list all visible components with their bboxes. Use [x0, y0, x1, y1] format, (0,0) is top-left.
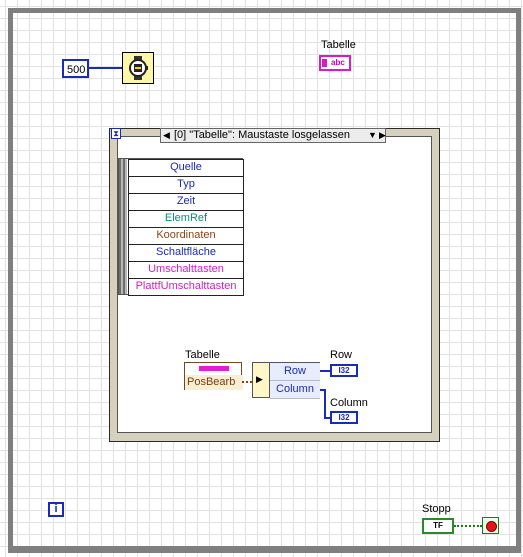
event-data-item[interactable]: Umschalttasten — [128, 261, 244, 279]
event-data-item[interactable]: Zeit — [128, 193, 244, 211]
table-terminal[interactable]: abc — [319, 55, 351, 71]
while-loop-frame[interactable] — [8, 8, 521, 553]
table-reference-node[interactable]: PosBearb — [184, 362, 243, 390]
stop-label: Stopp — [422, 503, 451, 515]
wait-ms-constant[interactable]: 500 — [62, 59, 89, 78]
decrement-arrow-icon[interactable]: ◀ — [163, 130, 170, 140]
i32-text: I32 — [338, 366, 350, 375]
wire — [320, 370, 330, 372]
event-data-item[interactable]: ElemRef — [128, 210, 244, 228]
wire — [324, 417, 330, 419]
ref-node-property: PosBearb — [185, 375, 243, 390]
row-indicator[interactable]: I32 — [330, 364, 358, 377]
event-case-label: [0] "Tabelle": Maustaste losgelassen — [174, 129, 350, 141]
wristwatch-icon — [129, 56, 148, 80]
wire — [324, 389, 326, 419]
table-terminal-text: abc — [331, 58, 345, 67]
stop-terminal-text: TF — [433, 521, 443, 530]
ref-node-label: Tabelle — [185, 349, 220, 361]
column-indicator-label: Column — [330, 397, 368, 409]
event-data-item[interactable]: Quelle — [128, 159, 244, 177]
event-data-item[interactable]: PlattfUmschalttasten — [128, 278, 244, 296]
stop-if-true-icon — [486, 521, 497, 532]
wire — [454, 525, 482, 527]
event-data-node-rail — [119, 159, 127, 294]
property-node[interactable]: ▶ Row Column — [252, 362, 320, 399]
wire — [89, 67, 123, 69]
wait-ms-node[interactable] — [122, 52, 154, 84]
column-indicator[interactable]: I32 — [330, 411, 358, 424]
property-node-head: ▶ — [253, 363, 270, 397]
row-indicator-label: Row — [330, 349, 353, 361]
terminal-arrow-icon — [322, 59, 327, 67]
event-case-selector[interactable]: ◀ [0] "Tabelle": Maustaste losgelassen ▼… — [160, 128, 386, 143]
wire — [320, 389, 326, 391]
property-column[interactable]: Column — [270, 381, 320, 399]
loop-iteration-terminal[interactable]: i — [48, 502, 64, 517]
event-data-item[interactable]: Koordinaten — [128, 227, 244, 245]
event-data-item[interactable]: Schaltfläche — [128, 244, 244, 262]
event-data-item[interactable]: Typ — [128, 176, 244, 194]
wire — [242, 381, 252, 383]
event-timeout-icon[interactable]: ⧗ — [111, 128, 121, 139]
table-terminal-label: Tabelle — [321, 39, 356, 51]
increment-arrow-icon[interactable]: ▶ — [379, 130, 386, 140]
ref-arrow-icon: ▶ — [256, 374, 263, 384]
dropdown-arrow-icon[interactable]: ▼ — [368, 130, 377, 140]
loop-condition-terminal[interactable] — [482, 517, 499, 534]
stop-button-terminal[interactable]: TF — [422, 518, 454, 534]
i32-text: I32 — [338, 413, 350, 422]
property-row[interactable]: Row — [270, 363, 320, 381]
